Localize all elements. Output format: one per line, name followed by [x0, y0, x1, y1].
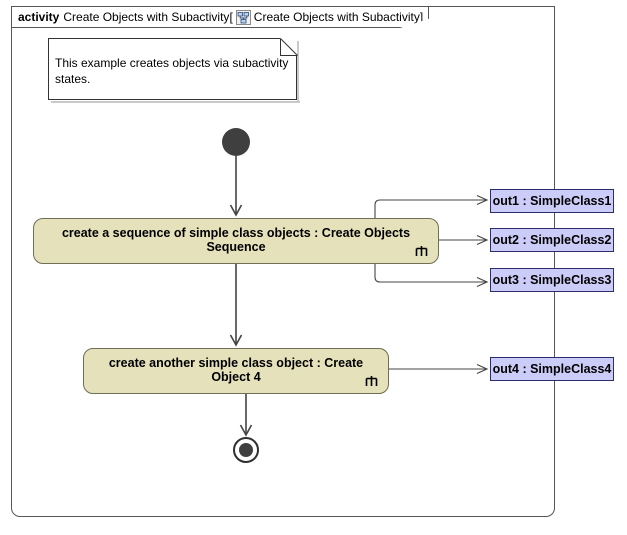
object-node-1-label: out1 : SimpleClass1 [492, 194, 612, 208]
object-node-3-label: out3 : SimpleClass3 [492, 273, 612, 287]
object-node-4-label: out4 : SimpleClass4 [492, 362, 612, 376]
object-node-out4[interactable]: out4 : SimpleClass4 [490, 357, 614, 381]
frame-title: Create Objects with Subactivity [63, 10, 230, 24]
activity-frame-title-tab: activity Create Objects with Subactivity… [11, 6, 430, 28]
object-node-2-label: out2 : SimpleClass2 [492, 233, 612, 247]
frame-keyword: activity [18, 10, 60, 24]
note-shadow-bottom [51, 101, 300, 103]
final-node [233, 437, 259, 463]
activity-node-create-objects-sequence[interactable]: create a sequence of simple class object… [33, 218, 439, 264]
object-node-out3[interactable]: out3 : SimpleClass3 [490, 268, 614, 292]
frame-inner-title: Create Objects with Subactivity [253, 10, 420, 24]
rake-icon [365, 376, 378, 386]
activity-node-1-label: create a sequence of simple class object… [61, 226, 411, 254]
object-node-out2[interactable]: out2 : SimpleClass2 [490, 228, 614, 252]
object-node-out1[interactable]: out1 : SimpleClass1 [490, 189, 614, 213]
note-box [48, 38, 297, 100]
activity-node-2-label: create another simple class object : Cre… [108, 356, 364, 384]
note-text: This example creates objects via subacti… [55, 56, 289, 86]
subactivity-icon [235, 9, 251, 25]
note-shadow-right [297, 41, 299, 103]
bracket-close: ] [419, 10, 424, 24]
rake-icon [415, 246, 428, 256]
bracket-open: [ [229, 10, 233, 24]
initial-node [222, 128, 250, 156]
activity-node-create-object-4[interactable]: create another simple class object : Cre… [83, 348, 389, 394]
